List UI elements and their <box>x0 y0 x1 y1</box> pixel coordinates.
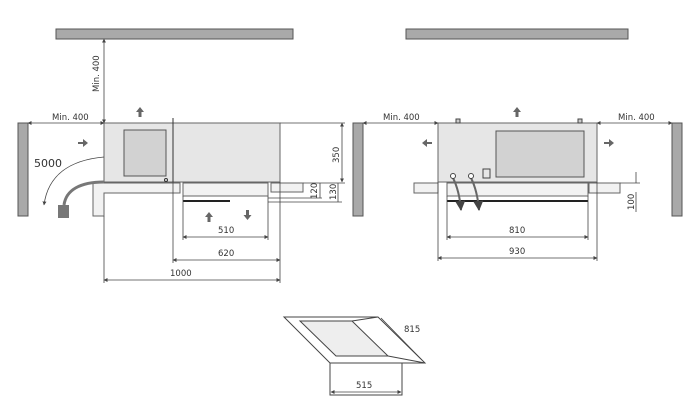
hose-length-label: 5000 <box>34 157 62 170</box>
side-wall-left <box>352 122 364 217</box>
air-outlet <box>446 182 589 197</box>
airflow-right-arrow-icon <box>604 139 614 147</box>
ceiling-slab-right <box>588 182 621 194</box>
airflow-left-arrow-icon <box>422 139 432 147</box>
ceiling-wall <box>55 28 294 40</box>
unit-height-label: 350 <box>332 147 342 163</box>
airflow-down-arrow-icon <box>243 210 252 220</box>
ceiling-slab-left <box>413 182 439 194</box>
ceiling-cutout-view: 515 815 <box>282 316 427 396</box>
lower-height-130-label: 130 <box>329 184 339 200</box>
lower-height-120-label: 120 <box>310 183 320 199</box>
width-510-label: 510 <box>218 226 234 236</box>
right-clearance-right-label: Min. 400 <box>618 113 655 123</box>
left-clearance-left-label: Min. 400 <box>52 113 89 123</box>
cutout-width-label: 515 <box>356 381 372 391</box>
drain-hose-end <box>58 205 69 218</box>
ceiling-slab-right <box>270 182 304 193</box>
air-outlet <box>182 182 269 197</box>
width-930-label: 930 <box>509 247 525 257</box>
right-view: Min. 400 Min. 400 100 810 930 <box>352 28 683 261</box>
right-clearance-left-label: Min. 400 <box>383 113 420 123</box>
side-wall-right <box>671 122 683 217</box>
width-1000-label: 1000 <box>170 269 192 279</box>
cutout-depth-label: 815 <box>404 325 420 335</box>
side-wall <box>17 122 29 217</box>
airflow-up-arrow-icon <box>205 212 213 222</box>
ceiling-wall <box>405 28 629 40</box>
airflow-up-arrow-icon <box>136 107 144 117</box>
ceiling-slab-left <box>92 182 181 217</box>
airflow-right-arrow-icon <box>78 139 88 147</box>
left-clearance-top-label: Min. 400 <box>92 55 102 92</box>
width-620-label: 620 <box>218 249 234 259</box>
unit-panel <box>123 129 167 177</box>
left-view: Min. 400 Min. 400 5000 350 120 130 510 6… <box>17 28 345 283</box>
airflow-up-arrow-icon <box>513 107 521 117</box>
width-810-label: 810 <box>509 226 525 236</box>
lower-height-100-label: 100 <box>627 194 637 210</box>
unit-panel <box>495 130 585 178</box>
